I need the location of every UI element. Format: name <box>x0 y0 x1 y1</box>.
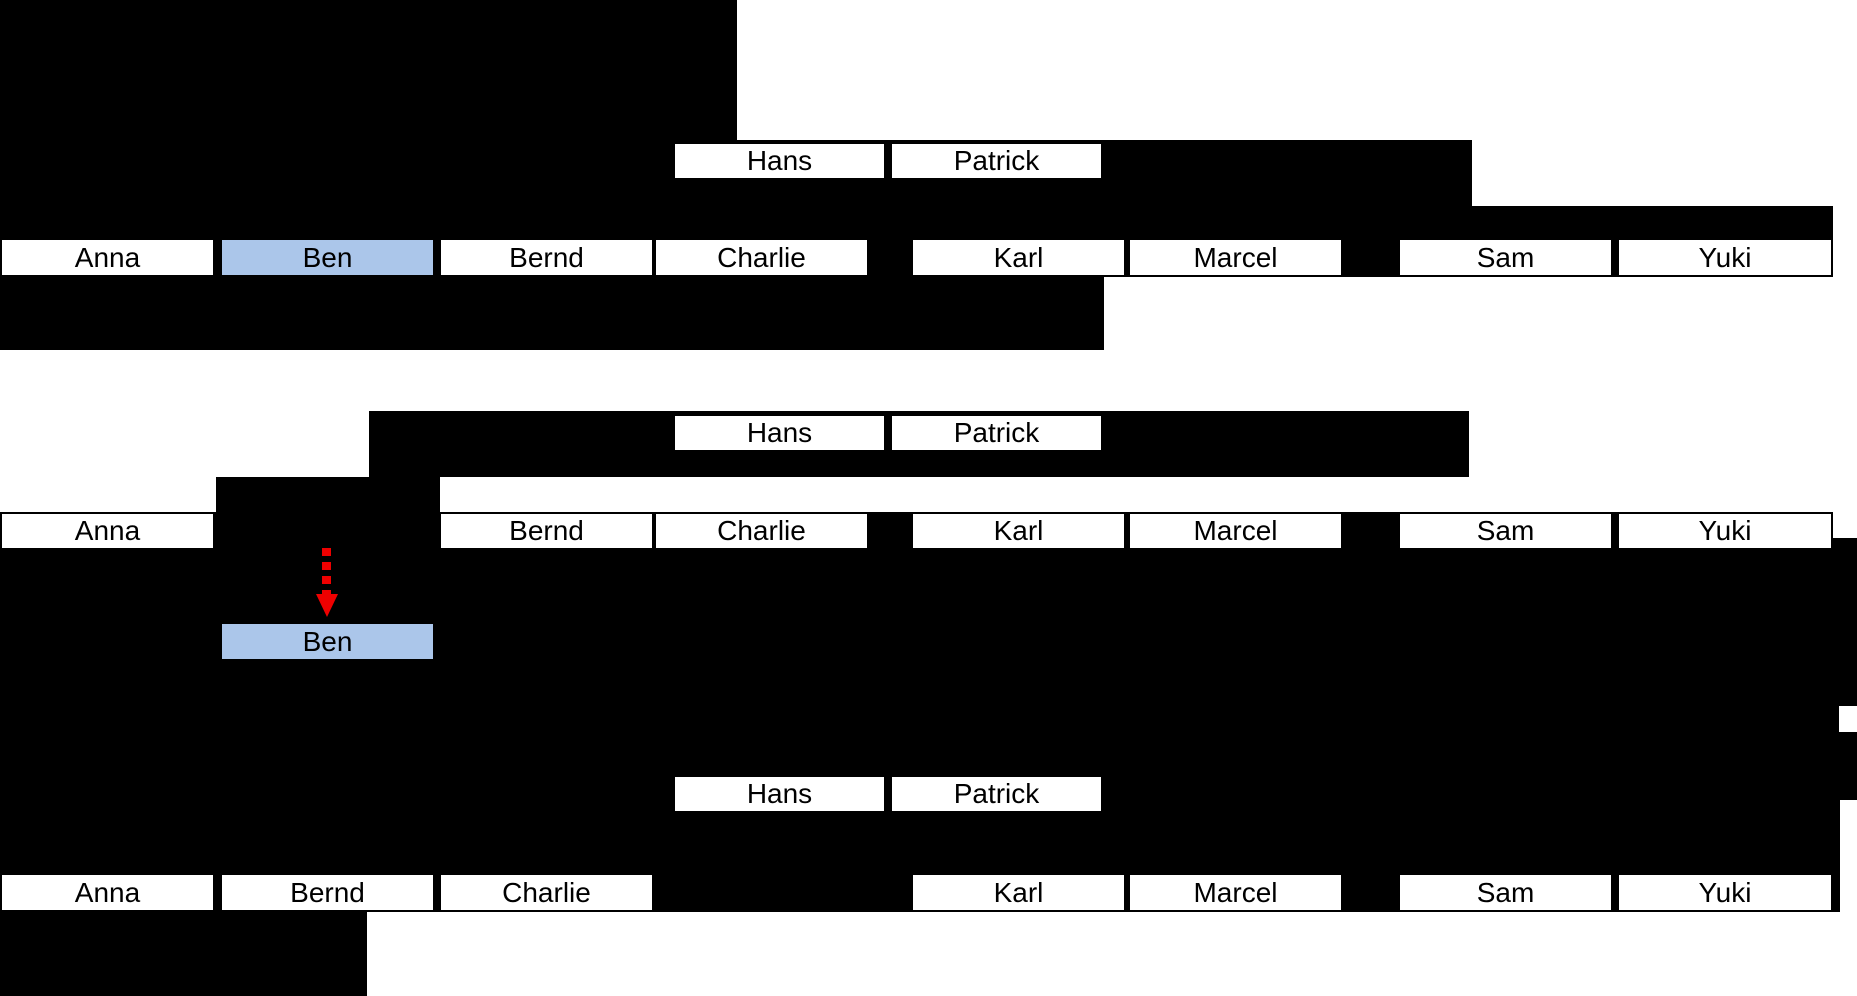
cell-hans: Hans <box>673 775 886 813</box>
cell-marcel: Marcel <box>1128 512 1343 550</box>
redaction-block <box>0 912 367 996</box>
cell-sam: Sam <box>1398 873 1613 912</box>
cell-anna: Anna <box>0 238 215 277</box>
cell-charlie: Charlie <box>654 238 869 277</box>
cell-anna: Anna <box>0 512 215 550</box>
white-notch <box>1839 706 1857 732</box>
arrow-shaft <box>322 548 331 596</box>
cell-marcel: Marcel <box>1128 873 1343 912</box>
redaction-block <box>1833 538 1857 550</box>
redaction-block <box>0 550 1857 800</box>
cell-patrick: Patrick <box>890 142 1103 180</box>
cell-charlie: Charlie <box>654 512 869 550</box>
cell-karl: Karl <box>911 512 1126 550</box>
cell-yuki: Yuki <box>1617 873 1833 912</box>
cell-anna: Anna <box>0 873 215 912</box>
cell-patrick: Patrick <box>890 775 1103 813</box>
cell-patrick: Patrick <box>890 414 1103 452</box>
cell-ben-highlighted: Ben <box>220 238 435 277</box>
cell-hans: Hans <box>673 142 886 180</box>
redaction-block <box>0 0 737 140</box>
cell-sam: Sam <box>1398 238 1613 277</box>
redaction-block <box>0 206 1833 239</box>
redaction-block <box>0 277 1104 350</box>
cell-sam: Sam <box>1398 512 1613 550</box>
cell-yuki: Yuki <box>1617 512 1833 550</box>
cell-karl: Karl <box>911 238 1126 277</box>
cell-marcel: Marcel <box>1128 238 1343 277</box>
cell-bernd: Bernd <box>439 238 654 277</box>
cell-bernd: Bernd <box>439 512 654 550</box>
cell-ben-moved: Ben <box>220 622 435 661</box>
cell-yuki: Yuki <box>1617 238 1833 277</box>
cell-hans: Hans <box>673 414 886 452</box>
cell-karl: Karl <box>911 873 1126 912</box>
cell-bernd: Bernd <box>220 873 435 912</box>
cell-charlie: Charlie <box>439 873 654 912</box>
arrow-head-icon <box>316 594 338 617</box>
